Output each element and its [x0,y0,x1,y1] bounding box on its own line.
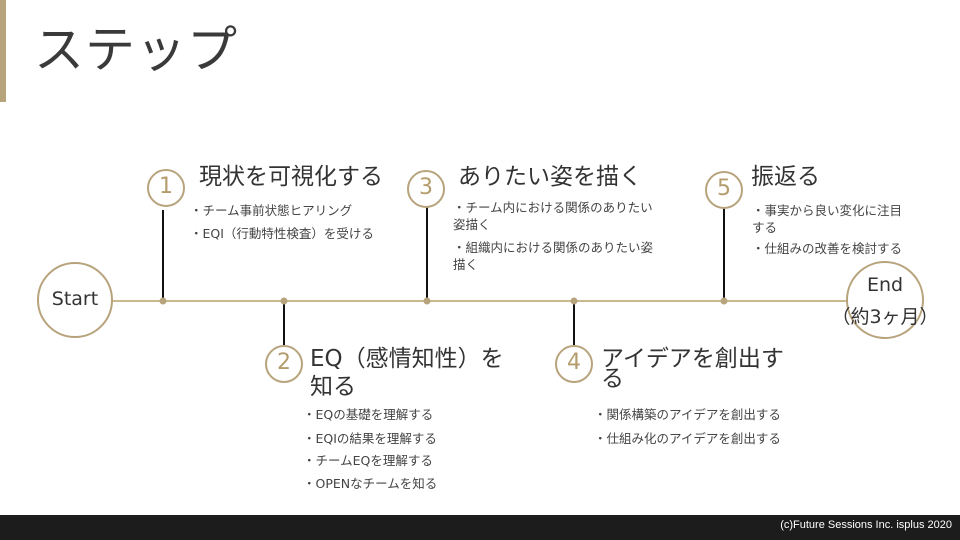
step-5-bullet-1-cont: する [752,220,778,235]
timeline-dot-4 [570,297,578,305]
footer-bar: (c)Future Sessions Inc. isplus 2020 [0,515,960,540]
step-5-bullet-2: ・仕組みの改善を検討する [752,241,903,256]
step-1-title: 現状を可視化する [199,164,383,190]
step-3-bullet-1: ・チーム内における関係のありたい [453,200,653,215]
step-4-bullet-2: ・仕組み化のアイデアを創出する [594,431,781,446]
end-circle [846,261,924,339]
end-duration-label: （約3ヶ月） [831,306,939,328]
step-number-4: 4 [567,350,581,375]
start-circle [37,262,113,338]
step-number-5: 5 [717,176,731,201]
step-number-1: 1 [159,174,173,199]
step-2-bullet-1: ・EQの基礎を理解する [303,407,434,422]
step-number-2: 2 [277,350,291,375]
timeline-dot-5 [720,297,728,305]
start-label: Start [51,288,99,310]
timeline-dot-1 [159,297,167,305]
step-number-3: 3 [419,175,433,200]
step-number-circle-2 [265,345,303,383]
step-1-bullet-1: ・チーム事前状態ヒアリング [190,203,353,218]
step-number-circle-5 [705,171,743,209]
step-2-bullet-2: ・EQIの結果を理解する [303,431,437,446]
step-4-bullet-1: ・関係構築のアイデアを創出する [594,407,781,422]
step-4-title-line-2: る [601,366,624,392]
timeline-dot-3 [423,297,431,305]
step-2-bullet-4: ・OPENなチームを知る [303,476,438,491]
step-3-bullet-1-cont: 姿描く [453,217,491,232]
end-label: End [866,274,904,296]
page-title: ステップ [34,21,238,79]
step-5-title: 振返る [751,164,820,190]
copyright-text: (c)Future Sessions Inc. isplus 2020 [780,519,952,531]
step-5-bullet-1: ・事実から良い変化に注目 [752,203,903,218]
title-accent-bar [0,0,6,102]
step-3-bullet-2-cont: 描く [453,257,479,272]
step-3-title: ありたい姿を描く [458,164,642,190]
step-3-bullet-2: ・組織内における関係のありたい姿 [453,240,654,255]
step-1-bullet-2: ・EQI（行動特性検査）を受ける [190,226,374,241]
step-number-circle-1 [147,169,185,207]
step-4-title-line-1: アイデアを創出す [601,346,784,372]
step-2-title-line-1: EQ（感情知性）を [310,346,504,372]
step-number-circle-4 [555,345,593,383]
timeline-dot-2 [280,297,288,305]
step-2-bullet-3: ・チームEQを理解する [303,453,433,468]
step-number-circle-3 [407,170,445,208]
step-2-title-line-2: 知る [310,374,356,400]
